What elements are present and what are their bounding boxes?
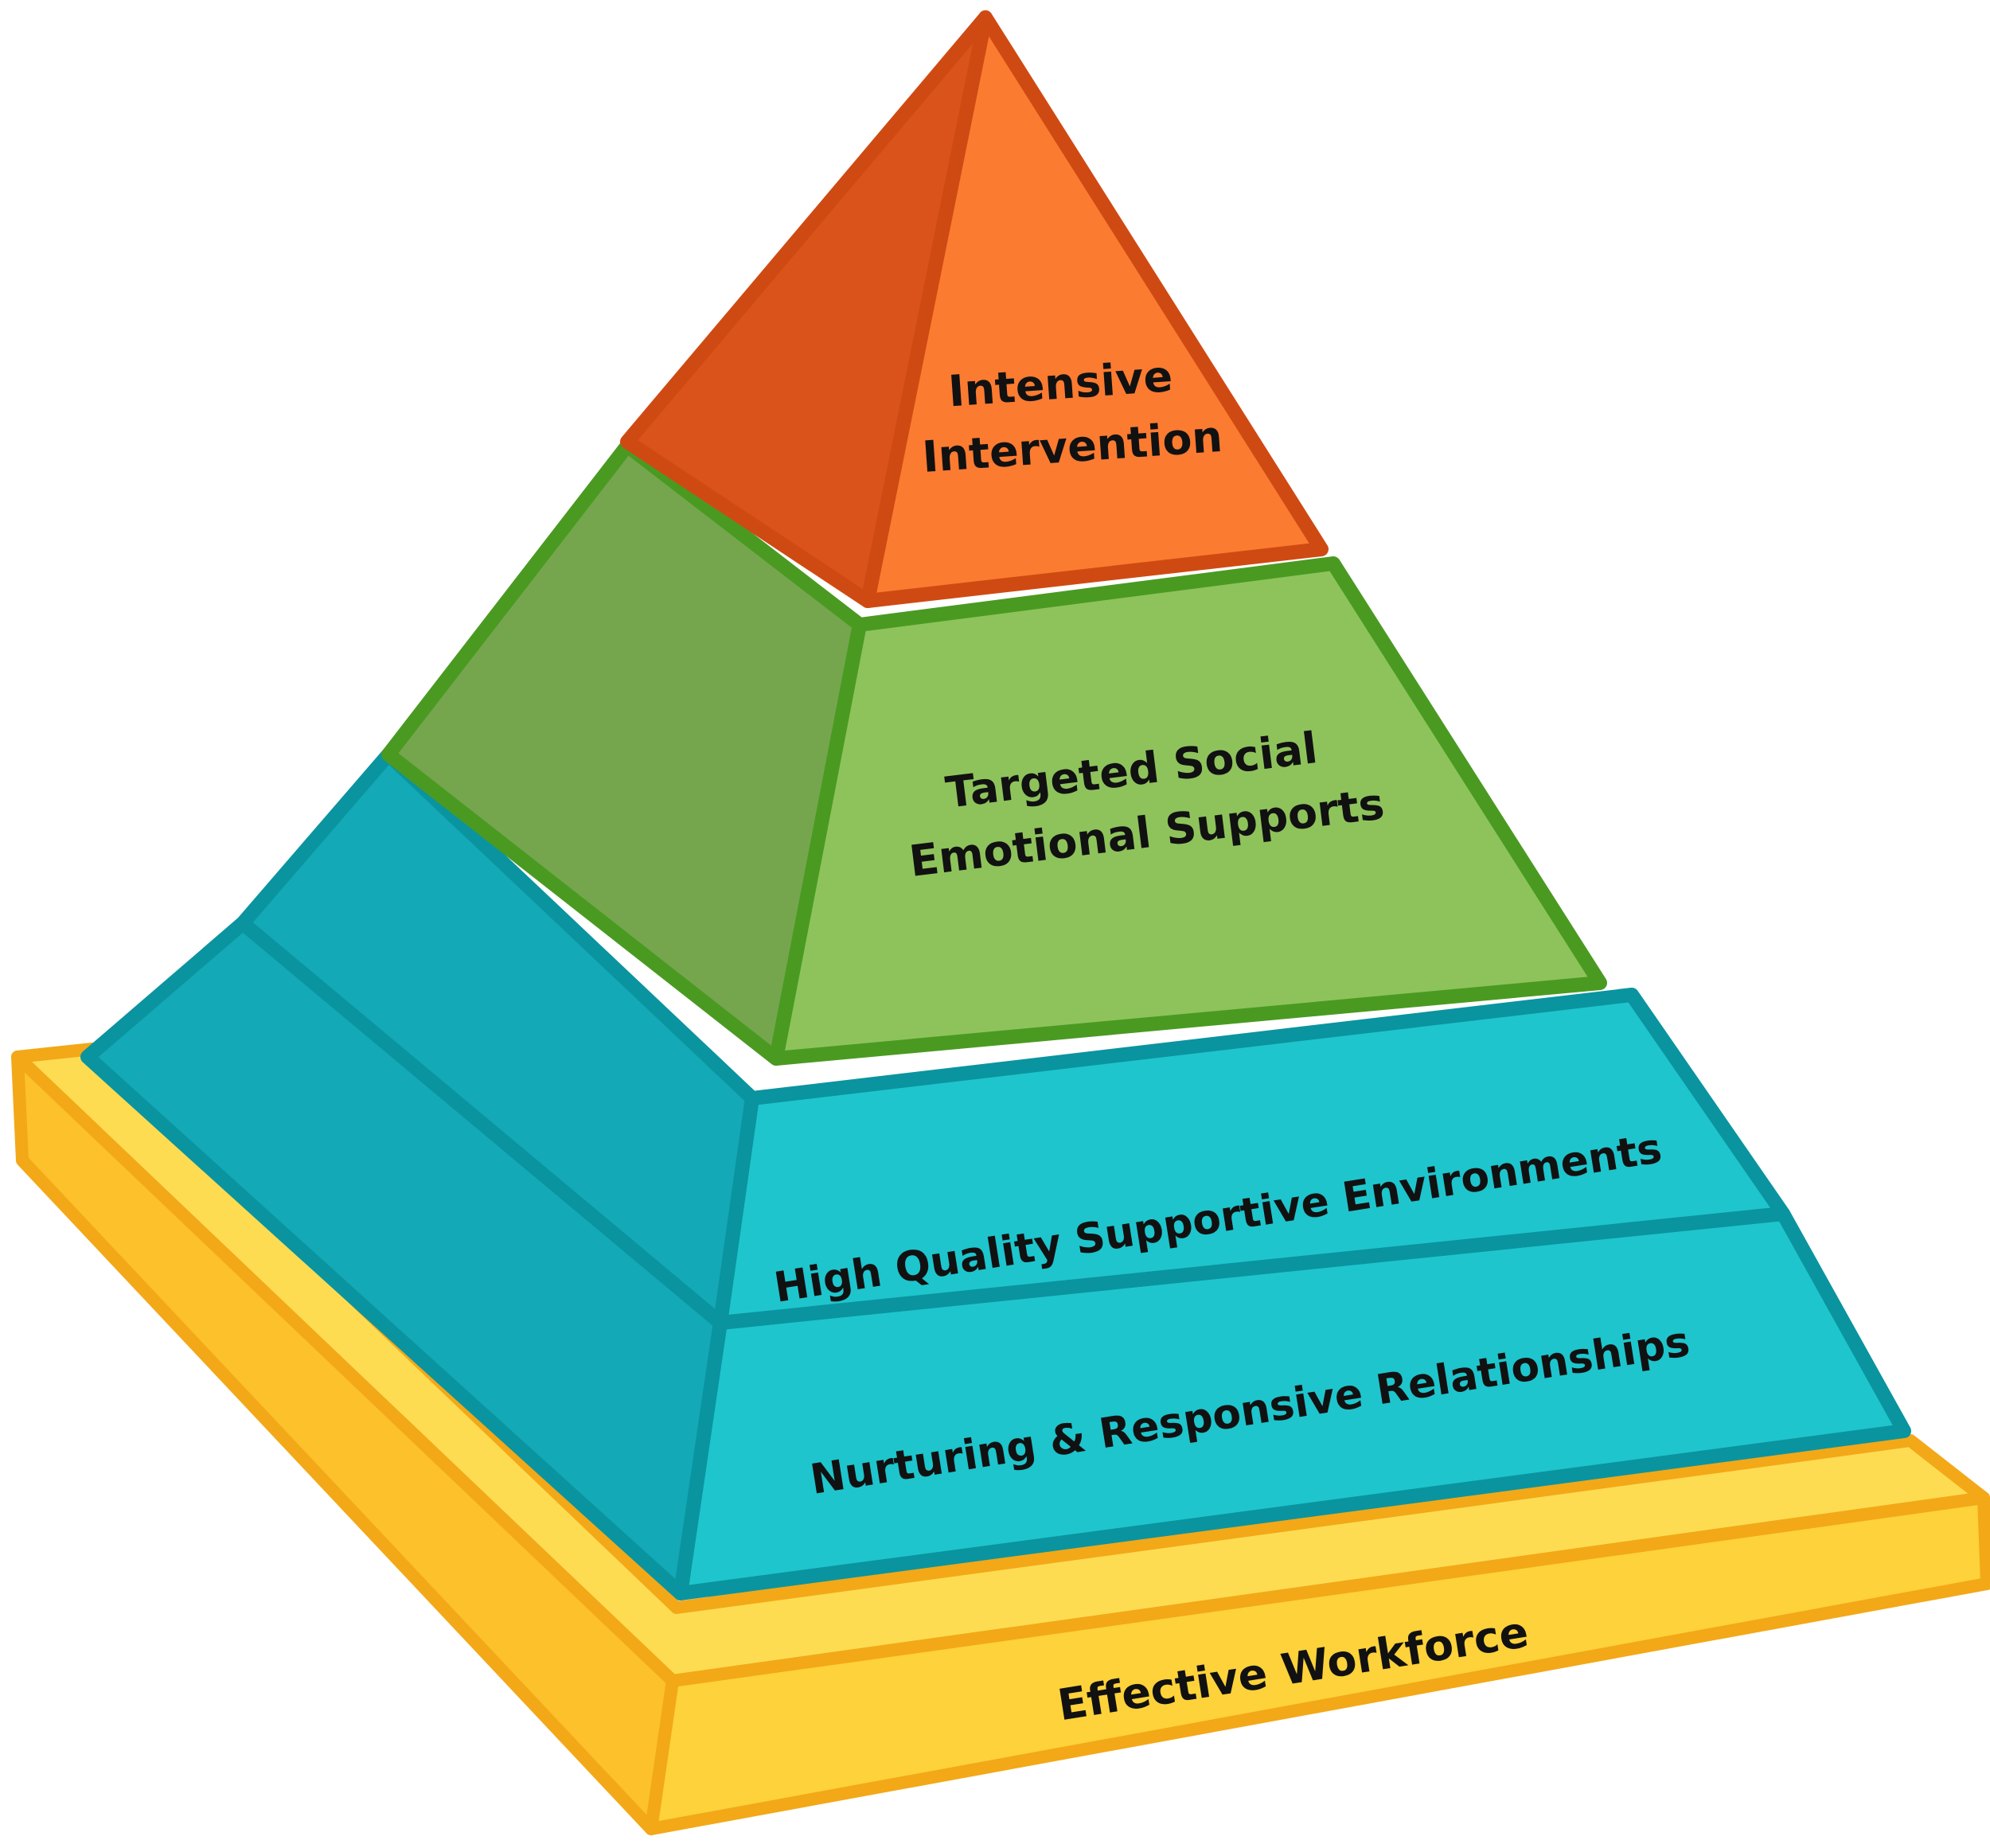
intensive-front-face	[860, 10, 1329, 608]
tier-supportive-environments: High Quality Supportive Environments	[236, 747, 1790, 1330]
targeted-front-face	[769, 556, 1607, 1066]
tier-targeted-supports: Targeted Social Emotional Supports	[381, 439, 1607, 1066]
environments-front-face	[713, 988, 1790, 1330]
tier-intensive-intervention: Intensive Intervention	[620, 10, 1329, 608]
tier-effective-workforce: Effective Workforce	[11, 1043, 1990, 1835]
base-front-face	[645, 1491, 1990, 1835]
